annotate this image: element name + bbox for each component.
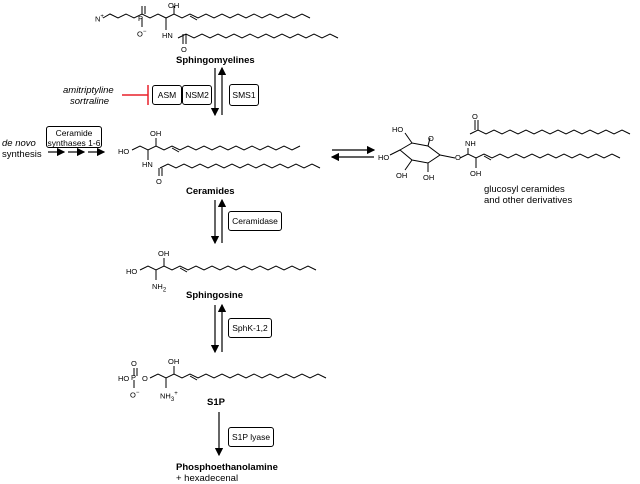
- s1p-o-label-top: O: [131, 359, 137, 368]
- s1p-o-label-link: O: [142, 374, 148, 383]
- sph-nh2-label: NH2: [152, 282, 167, 294]
- cer-ho-label: HO: [118, 147, 130, 156]
- s1p-oh-label: OH: [168, 357, 180, 366]
- ceramide-synthases-line1: Ceramide: [55, 128, 93, 138]
- glc-oh-label-3: OH: [470, 169, 482, 178]
- sphingosine-s1p-arrows: [210, 303, 227, 354]
- ceramide-sphingosine-arrows: [210, 198, 227, 245]
- cer-oh-label: OH: [150, 129, 162, 138]
- glc-ho-label-2: HO: [378, 153, 390, 162]
- glc-oh-label-2: OH: [423, 173, 435, 182]
- s1p-lyase-enzyme-box: S1P lyase: [228, 427, 274, 447]
- ceramide-structure: [131, 138, 321, 176]
- inhibitor-sortraline: sortraline: [70, 96, 110, 107]
- glucosyl-label-line1: glucosyl ceramides: [484, 184, 565, 195]
- o-minus-label: O−: [137, 29, 147, 39]
- asm-enzyme-box: ASM: [152, 85, 182, 105]
- s1p-label: S1P: [207, 397, 225, 408]
- ceramide-synthases-box: Ceramide synthases 1-6: [46, 126, 102, 148]
- sphk-enzyme-box: SphK-1,2: [228, 318, 272, 338]
- ceramide-glucosyl-arrows: [330, 145, 376, 162]
- glc-o-label-link: O: [455, 153, 461, 162]
- sm-oh-label: OH: [168, 1, 180, 10]
- de-novo-label: de novo: [2, 138, 36, 149]
- product-label-line2: + hexadecenal: [176, 473, 239, 484]
- s1p-p-label: P: [131, 373, 137, 382]
- glucosyl-ceramide-structure: [389, 120, 631, 172]
- ceramide-synthases-line2: synthases 1-6: [47, 138, 101, 148]
- s1p-structure: [133, 366, 327, 388]
- glc-ho-label-1: HO: [392, 125, 404, 134]
- inhibitor-amitriptyline: amitriptyline: [63, 85, 114, 96]
- s1p-nh3-label: NH3+: [160, 391, 178, 403]
- product-label-line1: Phosphoethanolamine: [176, 462, 278, 473]
- ceramidase-enzyme-box: Ceramidase: [228, 211, 282, 231]
- glc-oh-label-1: OH: [396, 171, 408, 180]
- sph-oh-label: OH: [158, 249, 170, 258]
- glc-nh-label: NH: [465, 139, 476, 148]
- inhibition-symbol: [122, 85, 149, 105]
- s1p-o-minus-label: O−: [130, 390, 140, 400]
- sphingomyelines-label: Sphingomyelines: [176, 55, 255, 66]
- sphingomyeline-structure: [102, 6, 339, 44]
- synthesis-label: synthesis: [2, 149, 42, 160]
- nsm2-enzyme-box: NSM2: [182, 85, 212, 105]
- s1p-ho-label: HO: [118, 374, 130, 383]
- sm-hn-label: HN: [162, 31, 173, 40]
- cer-o-label: O: [156, 177, 162, 186]
- p-atom-label: P: [138, 14, 144, 23]
- sphingosine-structure: [139, 258, 317, 280]
- sph-ho-label: HO: [126, 267, 138, 276]
- glc-o-label-ring: O: [428, 134, 434, 143]
- sphingosine-label: Sphingosine: [186, 290, 243, 301]
- sm-o-label: O: [181, 45, 187, 54]
- n-atom-label: N+: [95, 14, 104, 24]
- glc-o-label-amide: O: [472, 112, 478, 121]
- glucosyl-label-line2: and other derivatives: [484, 195, 573, 206]
- cer-hn-label: HN: [142, 160, 153, 169]
- sphingomyelin-ceramide-arrows: [210, 66, 227, 117]
- sms1-enzyme-box: SMS1: [229, 84, 259, 106]
- ceramides-label: Ceramides: [186, 186, 235, 197]
